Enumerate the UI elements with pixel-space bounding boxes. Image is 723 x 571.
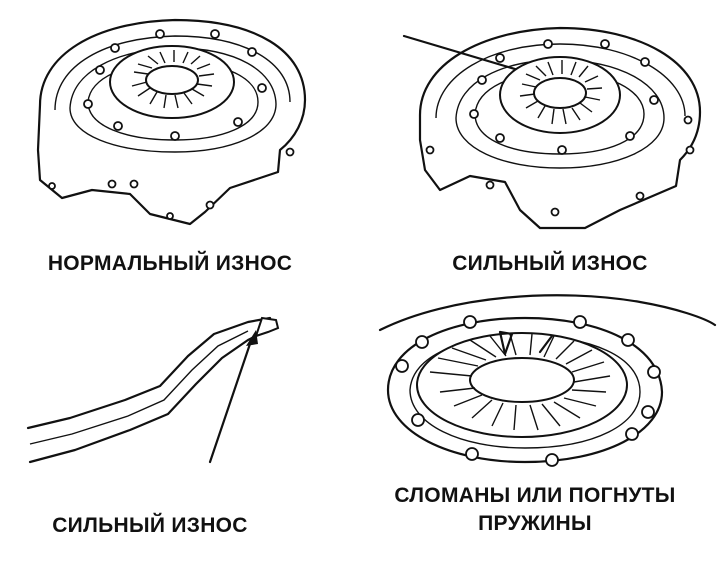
caption-severe-wear-bottom: СИЛЬНЫЙ ИЗНОС [52,514,248,537]
pressure-plate-normal-illustration [36,18,307,226]
pressure-plate-worn-illustration [402,26,702,230]
diaphragm-finger-illustration [26,316,280,464]
caption-broken-springs-line1: СЛОМАНЫ ИЛИ ПОГНУТЫ [394,484,676,507]
caption-normal-wear: НОРМАЛЬНЫЙ ИЗНОС [47,252,293,275]
caption-broken-springs-line2: ПРУЖИНЫ [478,512,592,535]
broken-springs-illustration [378,294,717,467]
caption-severe-wear-top: СИЛЬНЫЙ ИЗНОС [452,252,648,275]
